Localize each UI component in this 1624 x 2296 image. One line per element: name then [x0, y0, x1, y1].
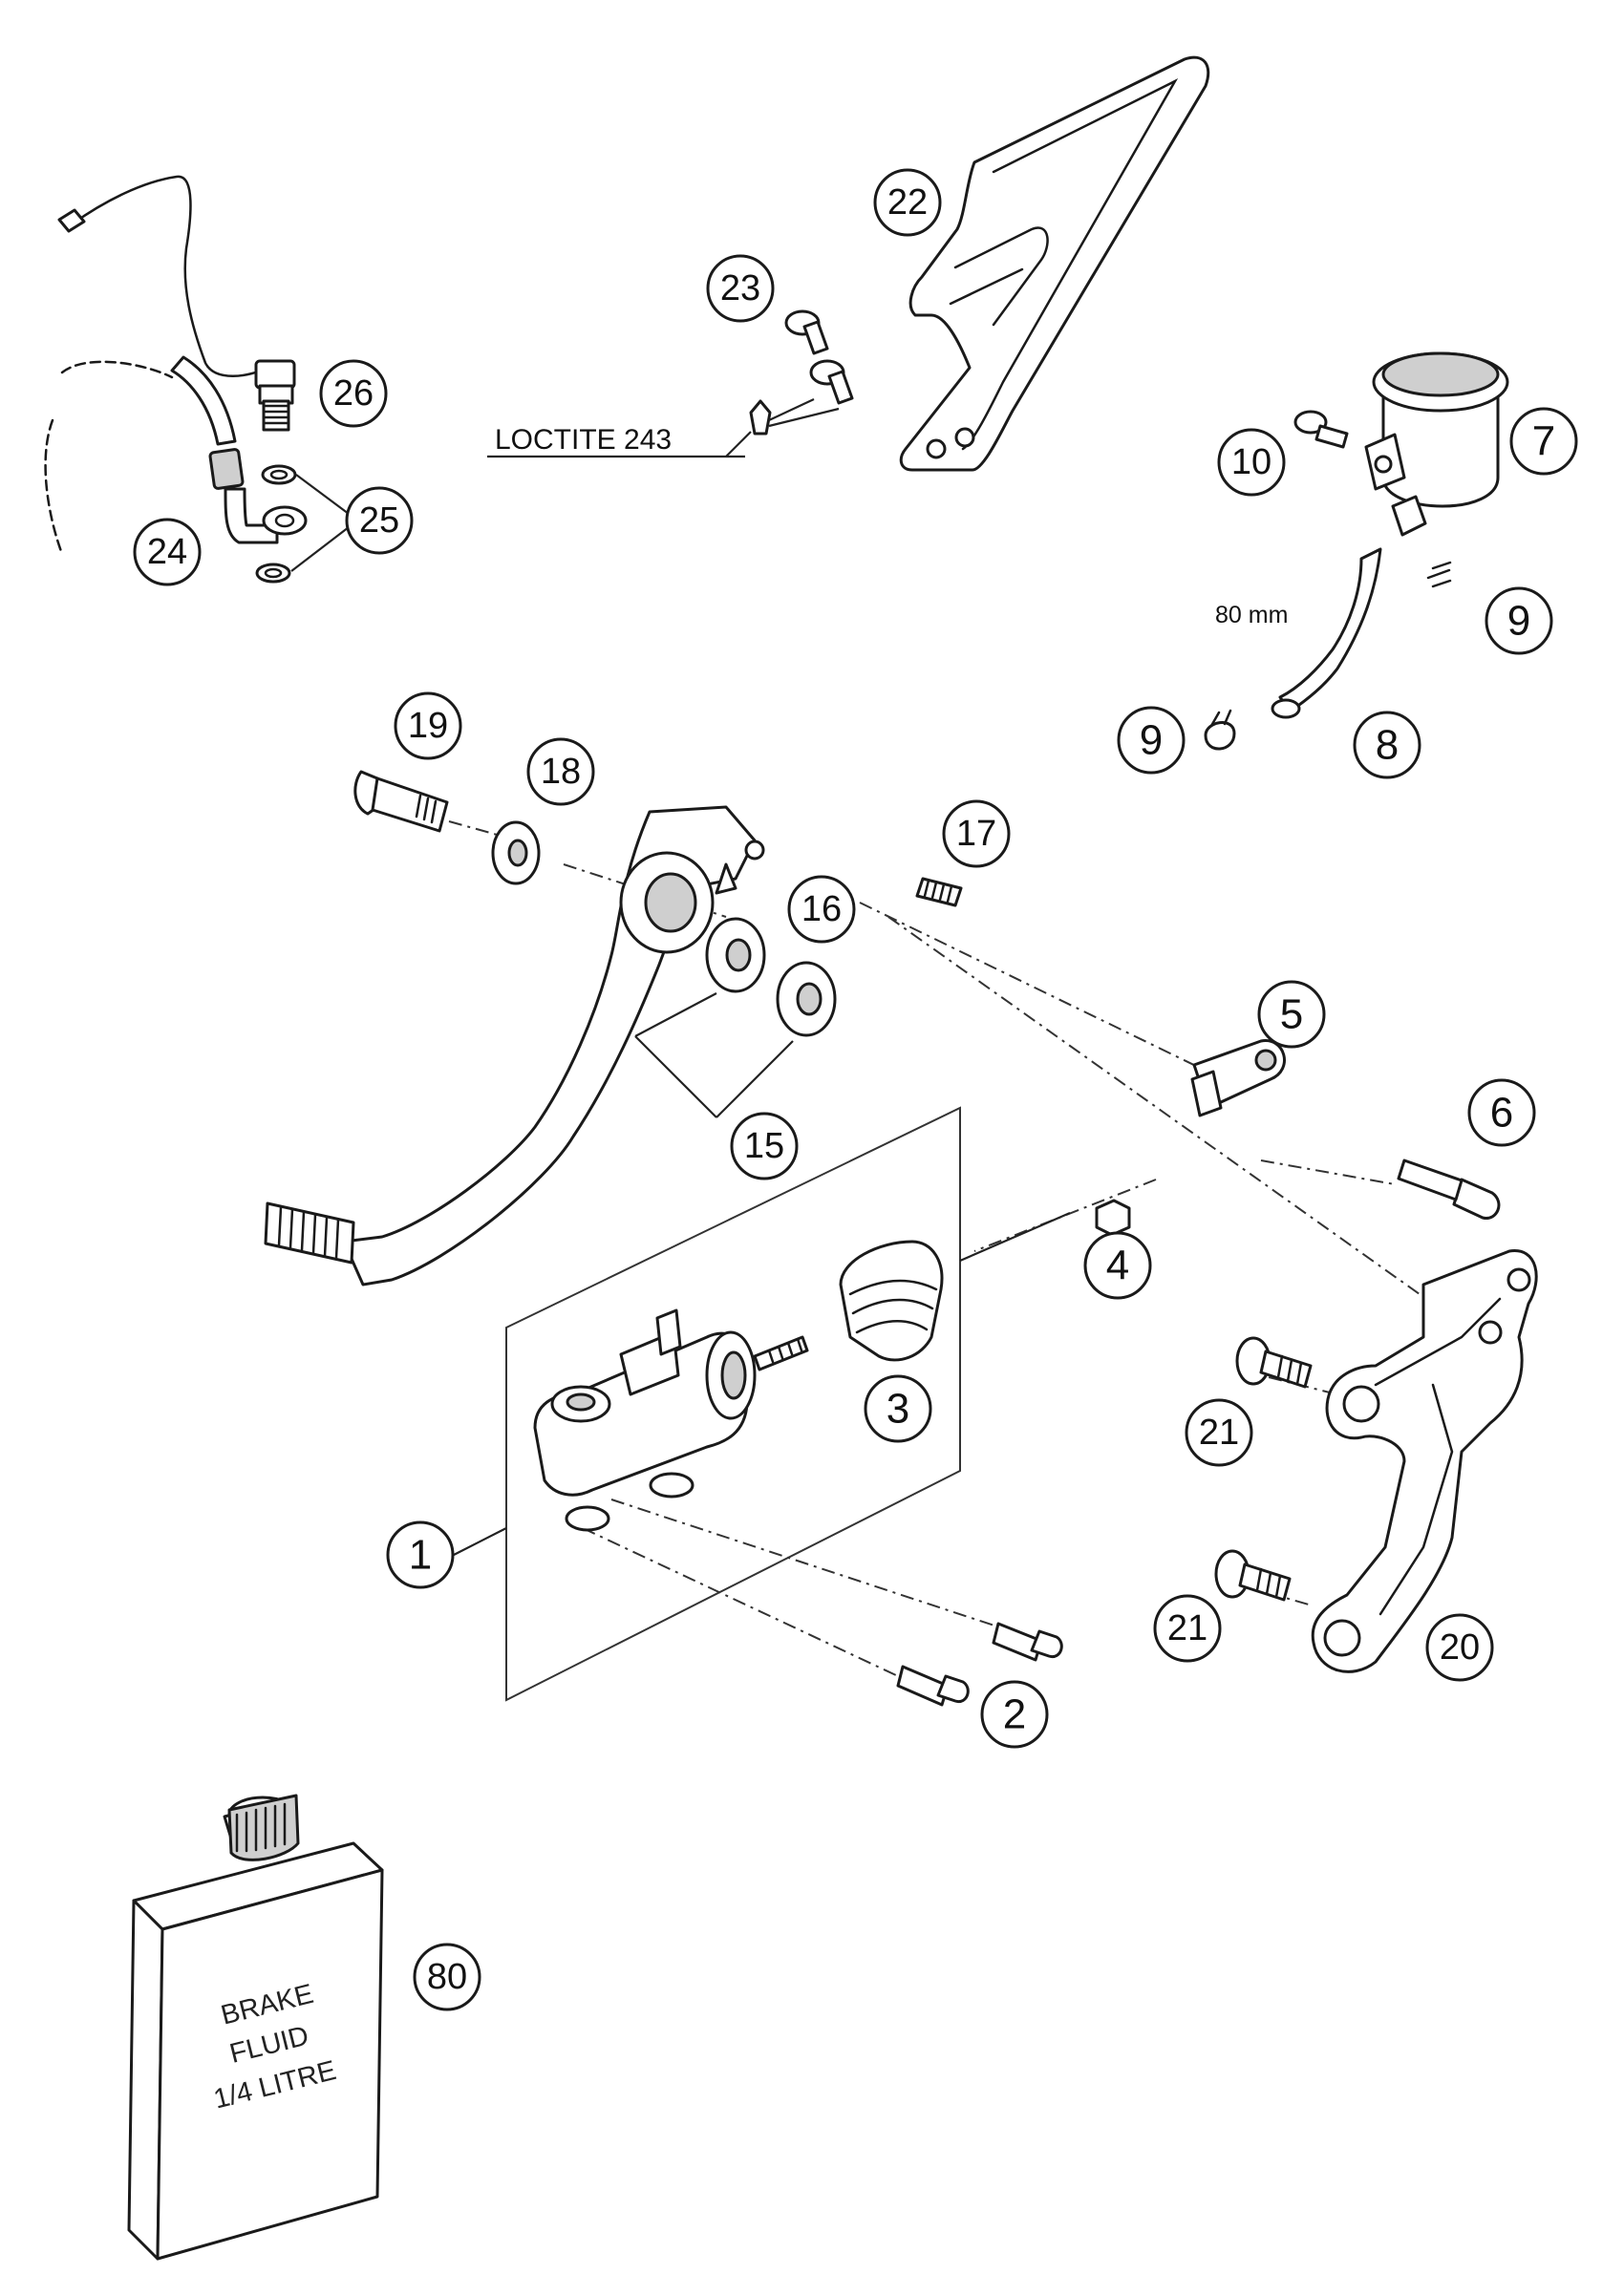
bracket-screw-upper — [1235, 1336, 1313, 1389]
svg-text:2: 2 — [1003, 1691, 1026, 1738]
return-spring — [915, 877, 963, 907]
bearing-left — [705, 917, 766, 993]
pedal-tip — [264, 1201, 355, 1265]
callout-16: 16 — [787, 875, 856, 944]
sealing-washers — [255, 464, 350, 584]
assembly-lines — [448, 820, 1434, 1677]
svg-text:4: 4 — [1106, 1243, 1129, 1289]
callout-26: 26 — [319, 359, 388, 428]
svg-text:19: 19 — [408, 706, 448, 746]
svg-text:17: 17 — [956, 814, 996, 854]
svg-text:15: 15 — [744, 1126, 784, 1166]
callout-15: 15 — [730, 1112, 799, 1180]
bracket-screw-lower — [1214, 1549, 1292, 1602]
svg-text:21: 21 — [1199, 1413, 1239, 1453]
brake-light-switch — [57, 175, 296, 432]
pivot-washer — [491, 820, 541, 885]
master-cylinder-screws — [896, 1622, 1063, 1707]
svg-text:8: 8 — [1376, 722, 1399, 769]
svg-text:80: 80 — [427, 1957, 467, 1997]
master-cylinder-group-frame — [505, 1106, 961, 1702]
callout-23: 23 — [706, 254, 775, 323]
lock-nut — [1095, 1199, 1131, 1237]
callout-25: 25 — [345, 486, 414, 555]
svg-text:23: 23 — [720, 268, 760, 308]
callout-80: 80 — [413, 1943, 481, 2011]
callout-18: 18 — [526, 737, 595, 806]
callout-6: 6 — [1467, 1078, 1536, 1147]
brake-fluid-reservoir — [1364, 351, 1509, 537]
callout-17: 17 — [942, 799, 1011, 868]
hose-clamp-lower — [1204, 709, 1236, 751]
callout-21-lower: 21 — [1153, 1594, 1222, 1663]
callout-5: 5 — [1257, 980, 1326, 1049]
callout-10: 10 — [1217, 428, 1286, 497]
svg-text:5: 5 — [1280, 991, 1303, 1038]
svg-text:9: 9 — [1140, 717, 1163, 764]
callout-8: 8 — [1353, 711, 1421, 779]
bearing-right — [776, 961, 837, 1037]
svg-text:20: 20 — [1440, 1627, 1480, 1668]
footrest-bracket — [1311, 1249, 1538, 1673]
reservoir-screw — [1293, 410, 1349, 449]
loctite-label: LOCTITE 243 — [495, 424, 672, 456]
svg-text:7: 7 — [1532, 418, 1555, 465]
hose-length-label: 80 mm — [1215, 602, 1288, 628]
pivot-bolt — [353, 770, 449, 833]
svg-text:26: 26 — [333, 373, 374, 414]
heel-guard — [899, 55, 1210, 472]
svg-text:1: 1 — [409, 1532, 432, 1579]
dust-boot — [839, 1240, 944, 1362]
clevis-screw — [1397, 1159, 1501, 1220]
callout-19: 19 — [394, 691, 462, 760]
svg-text:18: 18 — [541, 752, 581, 792]
callout-20: 20 — [1425, 1613, 1494, 1682]
callout-21-upper: 21 — [1185, 1398, 1253, 1467]
clevis — [1190, 1039, 1286, 1117]
master-cylinder — [533, 1308, 809, 1532]
heel-guard-screws — [749, 309, 854, 436]
callout-24: 24 — [133, 518, 202, 586]
svg-text:10: 10 — [1231, 442, 1271, 482]
svg-text:6: 6 — [1490, 1090, 1513, 1137]
svg-text:21: 21 — [1167, 1608, 1207, 1648]
callout-2: 2 — [980, 1680, 1049, 1749]
callout-3: 3 — [864, 1374, 932, 1443]
svg-text:22: 22 — [887, 182, 928, 223]
hose-clamp-upper — [1426, 561, 1452, 588]
brake-pedal — [342, 805, 765, 1286]
callout-22: 22 — [873, 168, 942, 237]
brake-fluid-can — [127, 1794, 384, 2261]
svg-text:9: 9 — [1507, 598, 1530, 645]
callout-4: 4 — [1083, 1231, 1152, 1300]
brake-hose — [44, 355, 308, 556]
svg-text:16: 16 — [801, 889, 842, 929]
callout-9-lower: 9 — [1117, 706, 1186, 775]
callout-9-upper: 9 — [1485, 586, 1553, 655]
reservoir-hose — [1271, 547, 1382, 719]
svg-text:25: 25 — [359, 500, 399, 541]
svg-text:3: 3 — [887, 1386, 909, 1433]
svg-text:24: 24 — [147, 532, 187, 572]
callout-1: 1 — [386, 1520, 455, 1589]
callout-7: 7 — [1509, 407, 1578, 476]
